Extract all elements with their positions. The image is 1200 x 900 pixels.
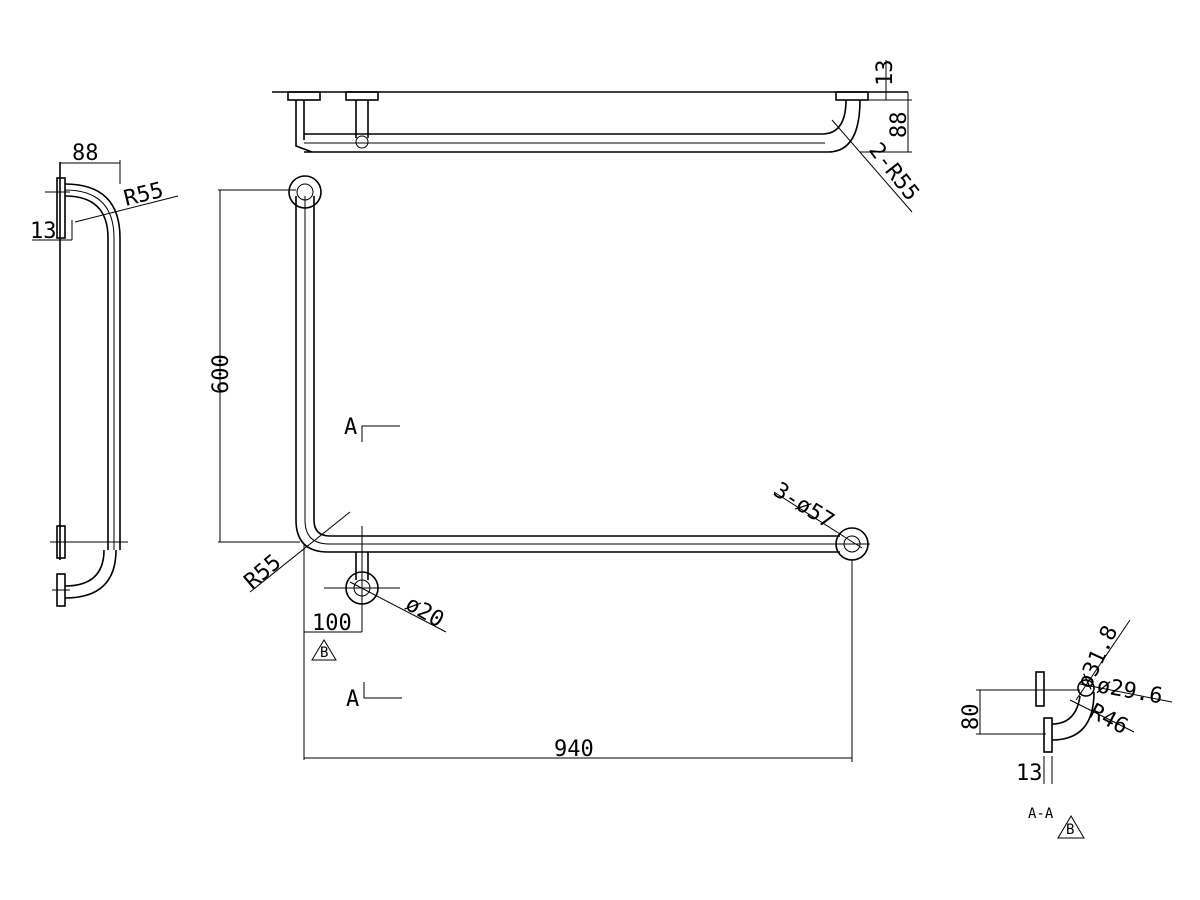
front-tube-dimension: ø20 xyxy=(401,592,448,634)
section-flange-dimension: 13 xyxy=(1016,761,1043,786)
section-title: A-A xyxy=(1028,806,1054,822)
section-detail-ref: B xyxy=(1066,822,1074,838)
front-height-dimension: 600 xyxy=(209,354,234,394)
side-flange-dimension: 13 xyxy=(30,219,57,244)
top-flange-dimension: 13 xyxy=(873,60,898,87)
side-view: 88 R55 13 xyxy=(30,141,179,607)
section-height-dimension: 80 xyxy=(959,704,984,731)
top-height-dimension: 88 xyxy=(887,112,912,139)
side-width-dimension: 88 xyxy=(72,141,99,166)
section-radius-dimension: R46 xyxy=(1085,699,1132,740)
front-width-dimension: 940 xyxy=(554,737,594,762)
front-offset-dimension: 100 xyxy=(312,611,352,636)
side-radius-dimension: R55 xyxy=(121,178,166,212)
front-view: 600 R55 3-ø57 ø20 100 B 940 A A xyxy=(209,175,870,762)
section-mark-lower: A xyxy=(346,687,359,712)
section-view: 80 13 ø31.8 ø29.6 R46 A-A B xyxy=(959,619,1173,839)
front-mount-holes-dimension: 3-ø57 xyxy=(769,478,838,534)
section-mark-upper: A xyxy=(344,415,357,440)
front-radius-dimension: R55 xyxy=(240,550,287,595)
top-radius-dimension: 2-R55 xyxy=(863,138,923,206)
front-detail-ref: B xyxy=(320,645,328,661)
top-view: 88 13 2-R55 xyxy=(272,60,924,213)
